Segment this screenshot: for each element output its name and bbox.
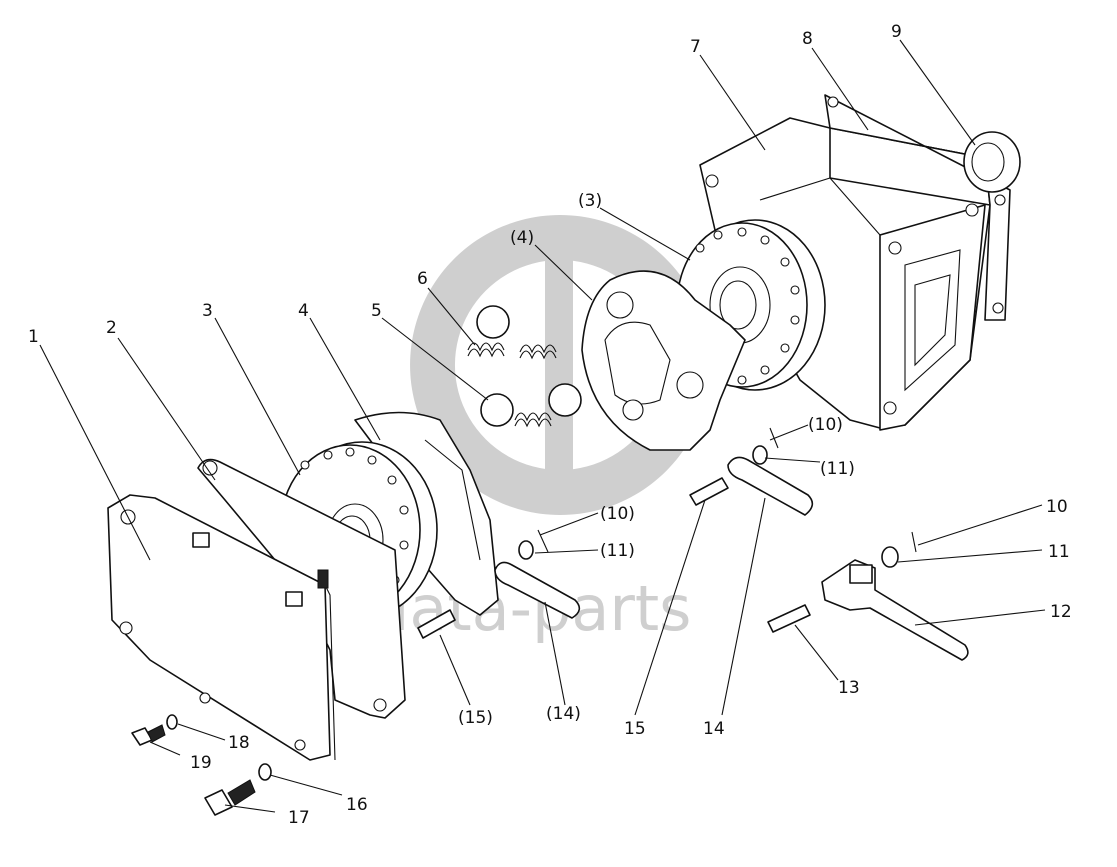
label-4: 4 (298, 301, 309, 321)
label-15-paren: (15) (458, 708, 493, 728)
spring-part-6 (519, 344, 557, 360)
bolt-part-19 (131, 727, 153, 746)
ball-part-5 (548, 383, 582, 417)
label-12: 12 (1050, 602, 1072, 622)
cotter-pin-part-10 (537, 529, 549, 553)
label-8: 8 (802, 29, 813, 49)
label-11: 11 (1048, 542, 1070, 562)
label-11-paren-rear: (11) (820, 459, 855, 479)
label-18: 18 (228, 733, 250, 753)
seal-ring-part-9 (963, 131, 1021, 193)
label-10-paren-rear: (10) (808, 415, 843, 435)
ball-part-5 (480, 393, 514, 427)
bolt-part-17 (204, 789, 233, 816)
pin-part-15 (417, 609, 456, 639)
label-16: 16 (346, 795, 368, 815)
balls-and-springs (467, 305, 582, 428)
cover-plate-part-1 (107, 494, 336, 761)
label-6: 6 (417, 269, 428, 289)
label-1: 1 (28, 327, 39, 347)
spring-part-6 (467, 342, 505, 358)
ball-part-5 (476, 305, 510, 339)
gasket-part-8 (824, 94, 1011, 321)
washer-part-16 (258, 763, 272, 781)
cam-plate-part-4-rear (581, 270, 746, 451)
label-2: 2 (106, 318, 117, 338)
cotter-pin-part-10 (911, 531, 917, 553)
link-part-14 (494, 561, 581, 619)
label-14: 14 (703, 719, 725, 739)
label-4-paren: (4) (510, 228, 534, 248)
washer-part-11 (518, 540, 534, 560)
label-10: 10 (1046, 497, 1068, 517)
label-11-paren-front: (11) (600, 541, 635, 561)
label-5: 5 (371, 301, 382, 321)
label-9: 9 (891, 22, 902, 42)
label-3-paren: (3) (578, 191, 602, 211)
hardware (131, 427, 969, 816)
label-15: 15 (624, 719, 646, 739)
link-part-14 (727, 456, 814, 516)
label-17: 17 (288, 808, 310, 828)
shaft-part-12 (821, 559, 969, 661)
pin-part-13 (767, 604, 811, 633)
label-19: 19 (190, 753, 212, 773)
washer-part-18 (166, 714, 178, 730)
leader-lines (39, 39, 1046, 813)
washer-part-11 (881, 546, 899, 568)
spring-part-6 (514, 412, 552, 428)
label-13: 13 (838, 678, 860, 698)
label-14-paren: (14) (546, 704, 581, 724)
callout-labels: 1 2 3 4 5 6 7 8 9 (3) (4) (10) (11) (10)… (28, 22, 1072, 828)
label-3: 3 (202, 301, 213, 321)
label-10-paren-front: (10) (600, 504, 635, 524)
pin-part-15 (689, 477, 729, 506)
label-7: 7 (690, 37, 701, 57)
washer-part-11 (752, 445, 768, 465)
